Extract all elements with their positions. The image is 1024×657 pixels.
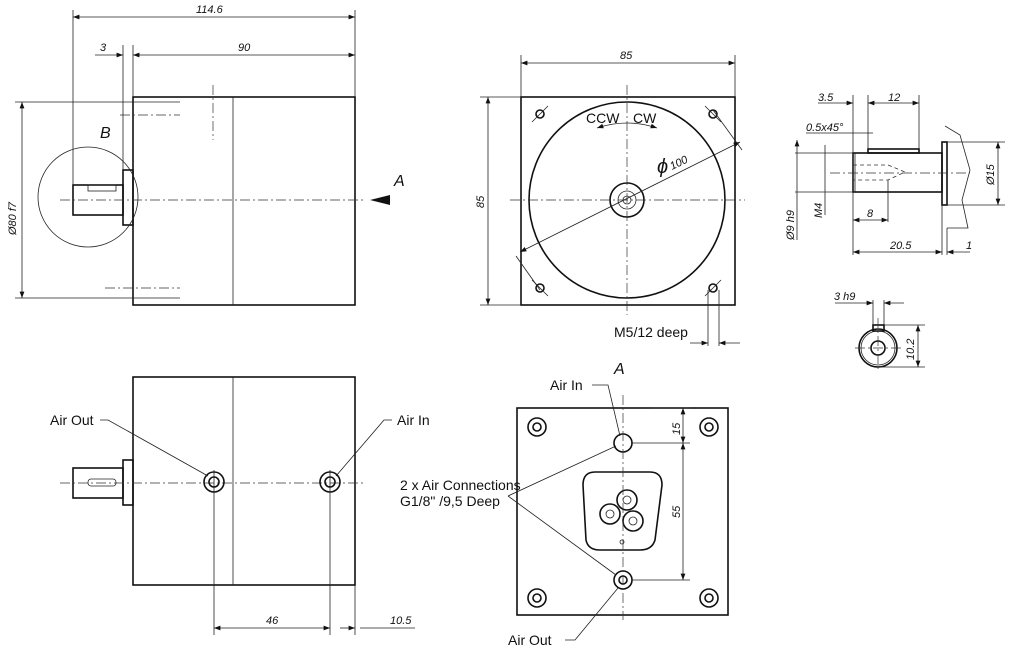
dim-width: 85 <box>620 50 633 62</box>
dim-shaft-length: 20.5 <box>889 240 912 252</box>
flange <box>122 169 134 226</box>
rotation-arrow-icon <box>596 122 658 129</box>
mounting-holes <box>527 417 719 608</box>
air-in-label: Air In <box>397 412 430 428</box>
connections-line1: 2 x Air Connections <box>400 477 521 493</box>
dim-flange: 3 <box>100 42 107 54</box>
front-view: ϕ 100 CCW CW 85 85 M5/12 deep <box>475 50 745 346</box>
dim-shoulder: 1 <box>966 240 972 252</box>
view-arrow-icon <box>370 195 390 205</box>
side-view-top: B 114.6 3 90 Ø80 f7 A <box>7 4 405 306</box>
view-label: A <box>613 361 625 378</box>
dim-chamfer-offset: 3.5 <box>818 92 834 104</box>
dim-height: 85 <box>475 195 487 208</box>
dim-thread: M4 <box>813 203 825 218</box>
connections-line2: G1/8" /9,5 Deep <box>400 493 500 509</box>
side-view-bottom: Air Out Air In 46 10.5 <box>50 376 430 635</box>
keyway <box>867 148 920 154</box>
dim-overall-length: 114.6 <box>196 4 224 16</box>
air-in-label: Air In <box>550 377 583 393</box>
shaft-detail: 3.5 12 0.5x45° Ø9 h9 M4 8 20.5 1 Ø15 3 h… <box>785 92 1005 372</box>
diameter-symbol: ϕ <box>657 156 668 178</box>
dim-key-height: 10.2 <box>905 339 917 360</box>
rotation-ccw: CCW <box>586 110 620 126</box>
dim-body-length: 90 <box>238 42 251 54</box>
rear-view: A Air In Air Out 2 x Air Connections G1/… <box>400 361 729 648</box>
dim-key-length: 12 <box>888 92 900 104</box>
dim-circle-diameter: 100 <box>668 153 691 172</box>
detail-label-b: B <box>100 125 111 142</box>
shaft-outline <box>852 152 943 193</box>
flange-square <box>520 96 736 306</box>
thread-note: M5/12 deep <box>614 324 688 340</box>
motor-body <box>132 96 356 306</box>
dim-shaft-diameter: Ø9 h9 <box>785 210 797 241</box>
dim-key-width: 3 h9 <box>834 291 855 303</box>
motor-body <box>132 376 356 586</box>
mounting-holes <box>531 105 722 297</box>
dim-thread-depth: 8 <box>867 208 874 220</box>
air-out-label: Air Out <box>508 632 552 648</box>
dim-port-spacing: 46 <box>266 615 279 627</box>
dim-top-offset: 15 <box>671 422 683 435</box>
dim-pilot-diameter: Ø80 f7 <box>7 201 19 236</box>
dim-port-spacing: 55 <box>671 505 683 518</box>
rotation-cw: CW <box>633 110 657 126</box>
detail-circle-b <box>37 146 139 248</box>
air-out-label: Air Out <box>50 412 94 428</box>
dim-collar-diameter: Ø15 <box>985 163 997 186</box>
dim-chamfer: 0.5x45° <box>806 122 844 134</box>
dim-port-offset: 10.5 <box>390 615 412 627</box>
view-arrow-label: A <box>393 173 405 190</box>
